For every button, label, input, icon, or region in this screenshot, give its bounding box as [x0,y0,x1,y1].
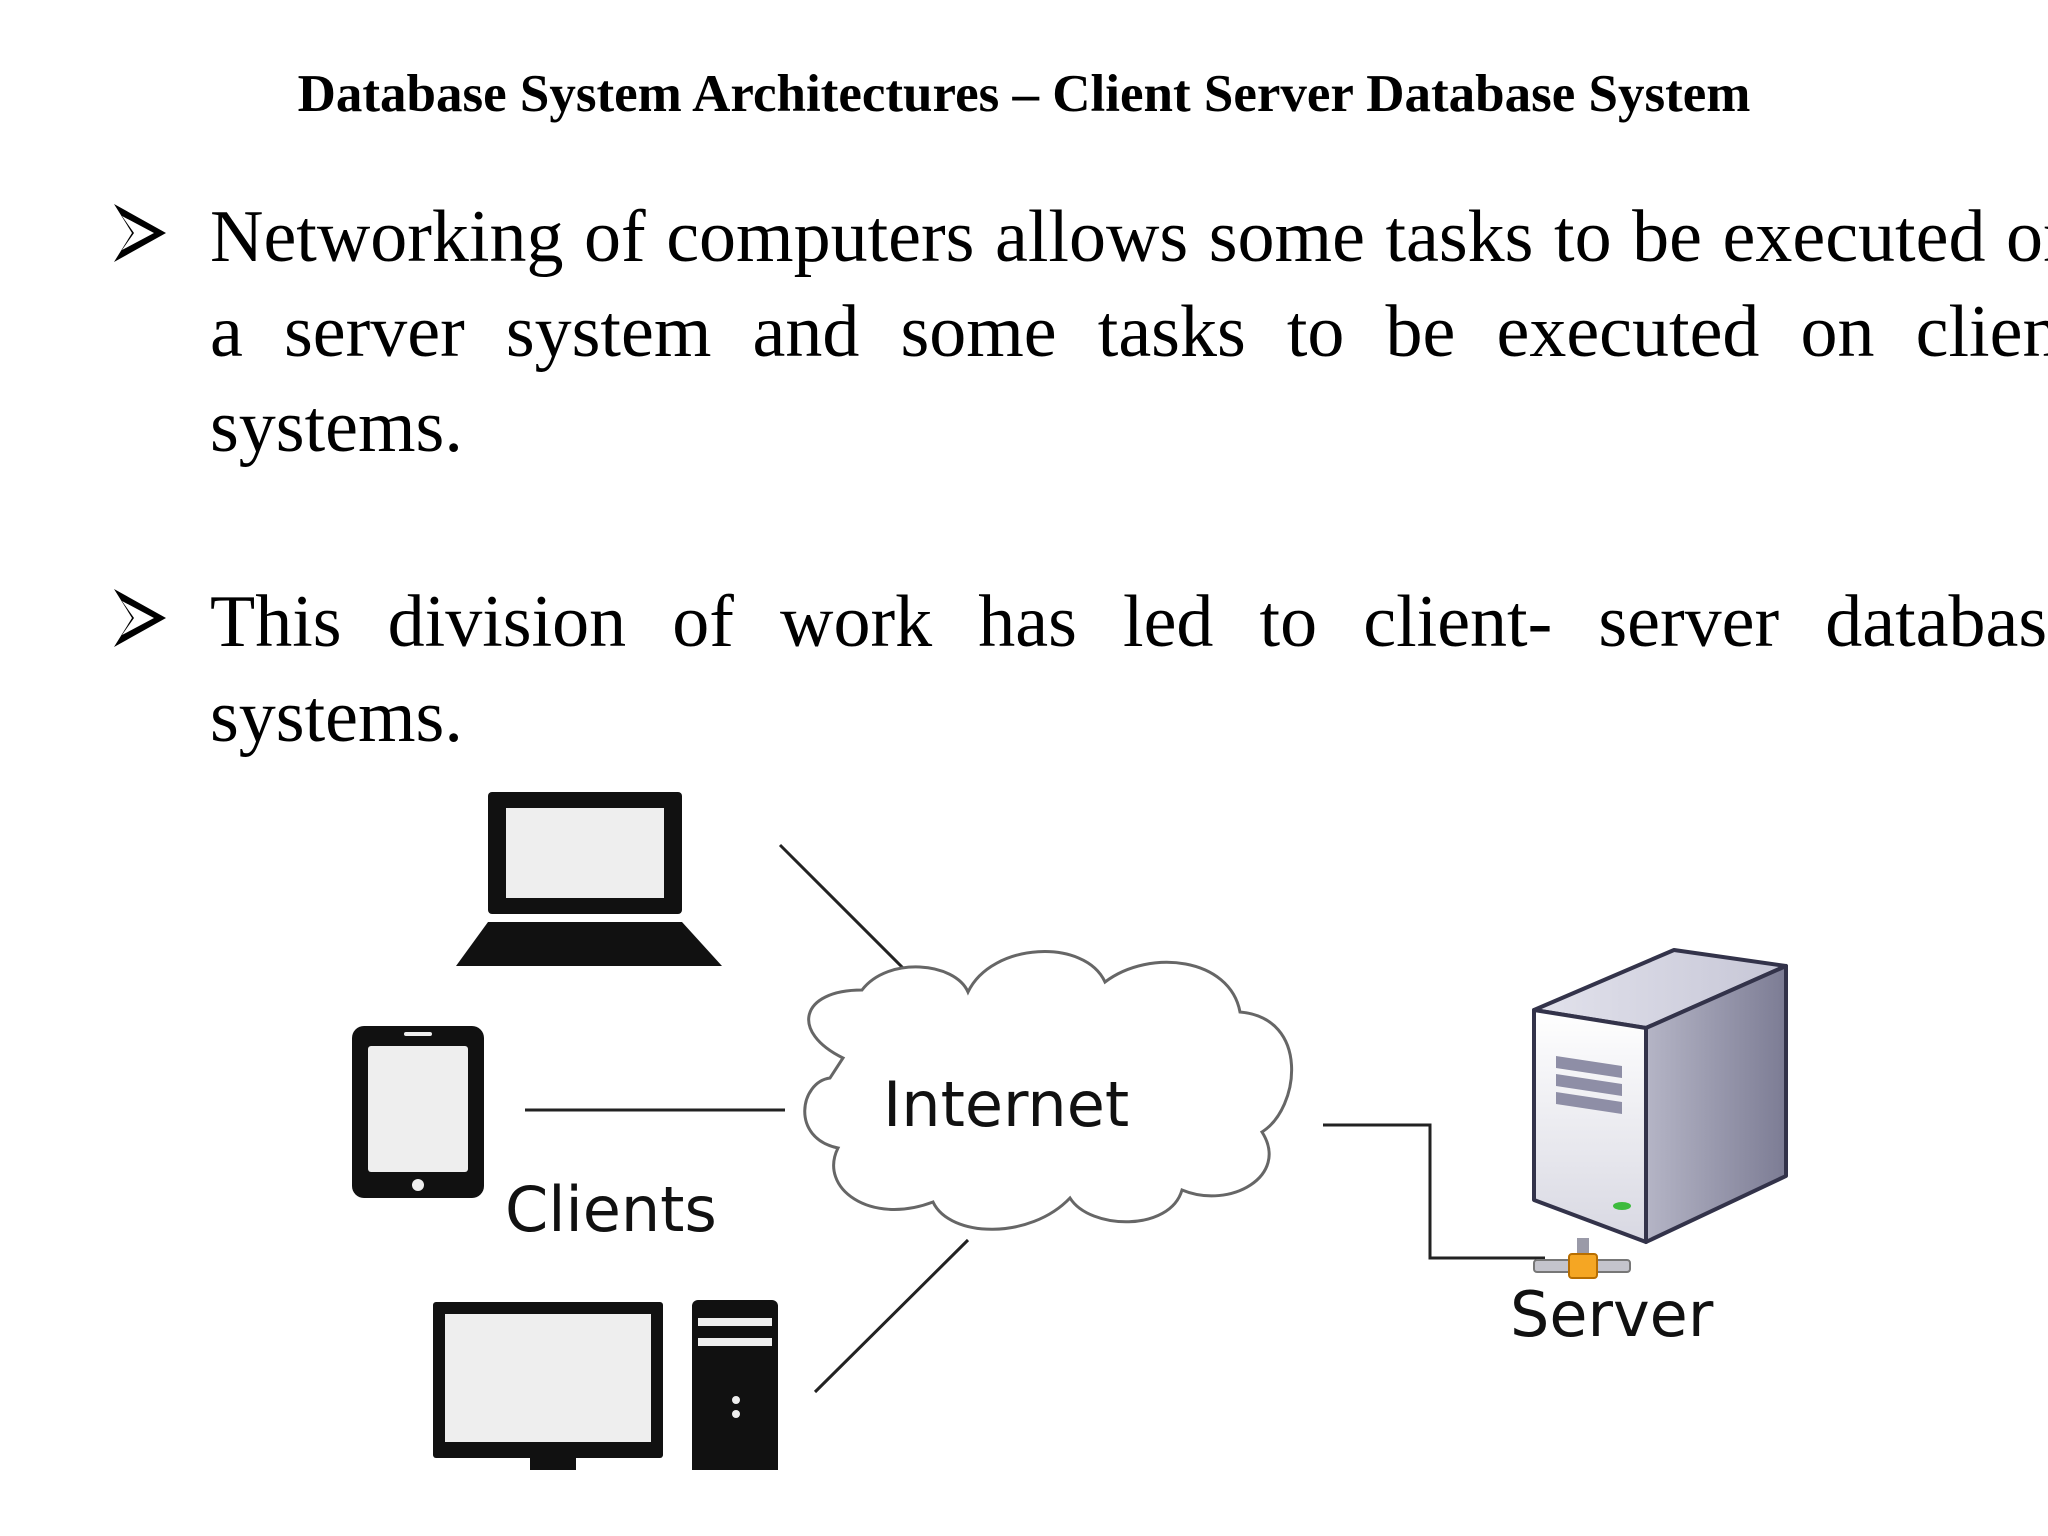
laptop-icon [456,792,722,966]
server-connector [1323,1123,1545,1260]
cloud-icon [803,950,1294,1231]
tablet-icon [352,1026,484,1198]
slide-title: Database System Architectures – Client S… [297,65,1751,123]
clients-label: Clients [505,1173,717,1246]
client-server-diagram: Internet Clients Server [0,770,2048,1470]
arrow-bullet-icon [114,589,166,647]
bullet-text: Networking of computers allows some task… [210,196,2048,468]
arrow-bullet-icon [114,204,166,262]
desktop-computer-icon [433,1300,778,1470]
internet-label: Internet [883,1068,1130,1141]
desktop-connector [813,1238,970,1394]
bullet-text: This division of work has led to client-… [210,581,2048,758]
diagram-graphics [352,792,1788,1470]
server-tower-icon [1532,948,1788,1279]
server-label: Server [1510,1278,1714,1351]
